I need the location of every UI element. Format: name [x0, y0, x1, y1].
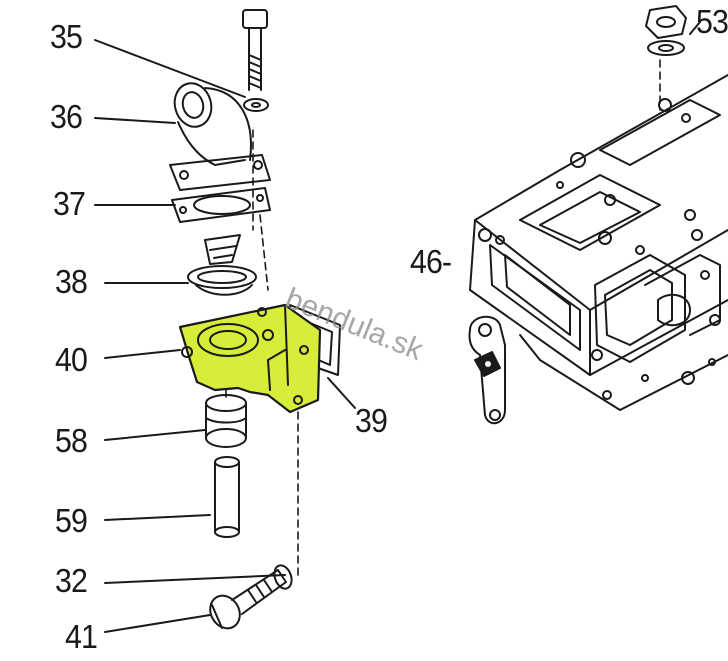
- part-59-pipe: [214, 456, 240, 538]
- part-46-cylinder-head: [469, 74, 728, 411]
- callout-53: 53: [696, 3, 728, 40]
- part-40-thermostat-housing: [178, 303, 322, 414]
- callout-41: 41: [65, 618, 98, 655]
- callout-58: 58: [55, 422, 88, 459]
- leader-lines: [94, 39, 356, 633]
- part-35-bolt: [242, 9, 269, 112]
- callout-35: 35: [50, 18, 83, 55]
- callout-46: 46-: [410, 243, 452, 280]
- callout-39: 39: [355, 402, 388, 439]
- part-53-nut: [645, 5, 701, 56]
- part-38-thermostat: [187, 234, 257, 296]
- callout-40: 40: [55, 341, 88, 378]
- part-41-bolt: [209, 569, 287, 630]
- callout-37: 37: [53, 185, 86, 222]
- part-32-washer: [273, 564, 293, 590]
- part-36-elbow-outlet: [169, 82, 271, 191]
- callout-32: 32: [55, 562, 88, 599]
- lifting-bracket: [468, 315, 506, 425]
- part-37-gasket: [171, 187, 271, 223]
- callout-38: 38: [55, 263, 88, 300]
- part-58-sleeve: [205, 394, 247, 448]
- callout-59: 59: [55, 502, 88, 539]
- callout-36: 36: [50, 98, 83, 135]
